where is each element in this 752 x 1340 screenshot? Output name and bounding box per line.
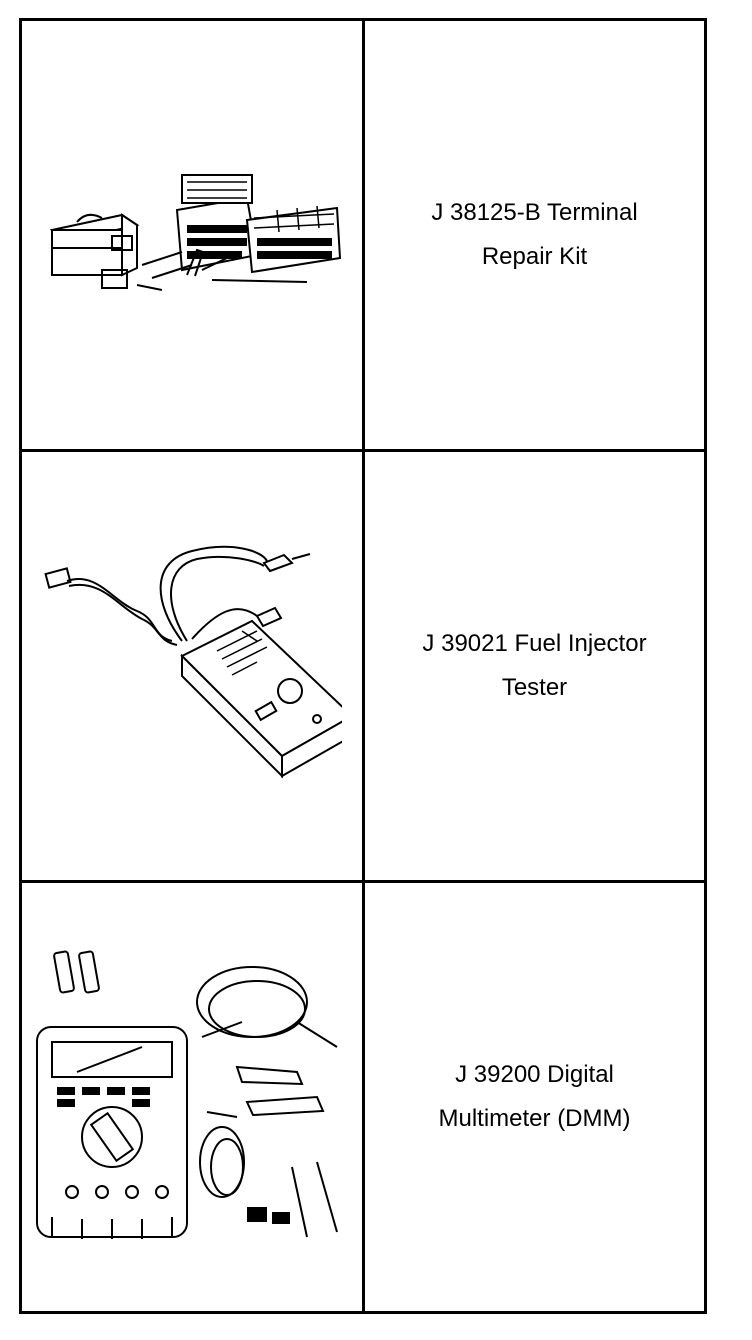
tool-description-cell: J 39200 Digital Multimeter (DMM) [362, 880, 707, 1314]
tool-description-cell: J 39021 Fuel Injector Tester [362, 449, 707, 883]
tool-image-cell [19, 880, 365, 1314]
tool-image-cell [19, 18, 365, 452]
special-tools-table: J 38125-B Terminal Repair Kit [19, 18, 707, 1314]
table-row: J 39021 Fuel Injector Tester [19, 449, 707, 883]
tool-name: J 38125-B Terminal Repair Kit [431, 199, 638, 270]
digital-multimeter-illustration [36, 950, 338, 1239]
fuel-injector-tester-illustration [44, 545, 342, 779]
tool-name: J 39021 Fuel Injector Tester [422, 630, 647, 701]
tool-description-cell: J 38125-B Terminal Repair Kit [362, 18, 707, 452]
terminal-repair-kit-illustration [49, 174, 342, 291]
tool-name: J 39200 Digital Multimeter (DMM) [438, 1061, 631, 1132]
tool-image-cell [19, 449, 365, 883]
table-row: J 39200 Digital Multimeter (DMM) [19, 880, 707, 1314]
table-row: J 38125-B Terminal Repair Kit [19, 18, 707, 452]
